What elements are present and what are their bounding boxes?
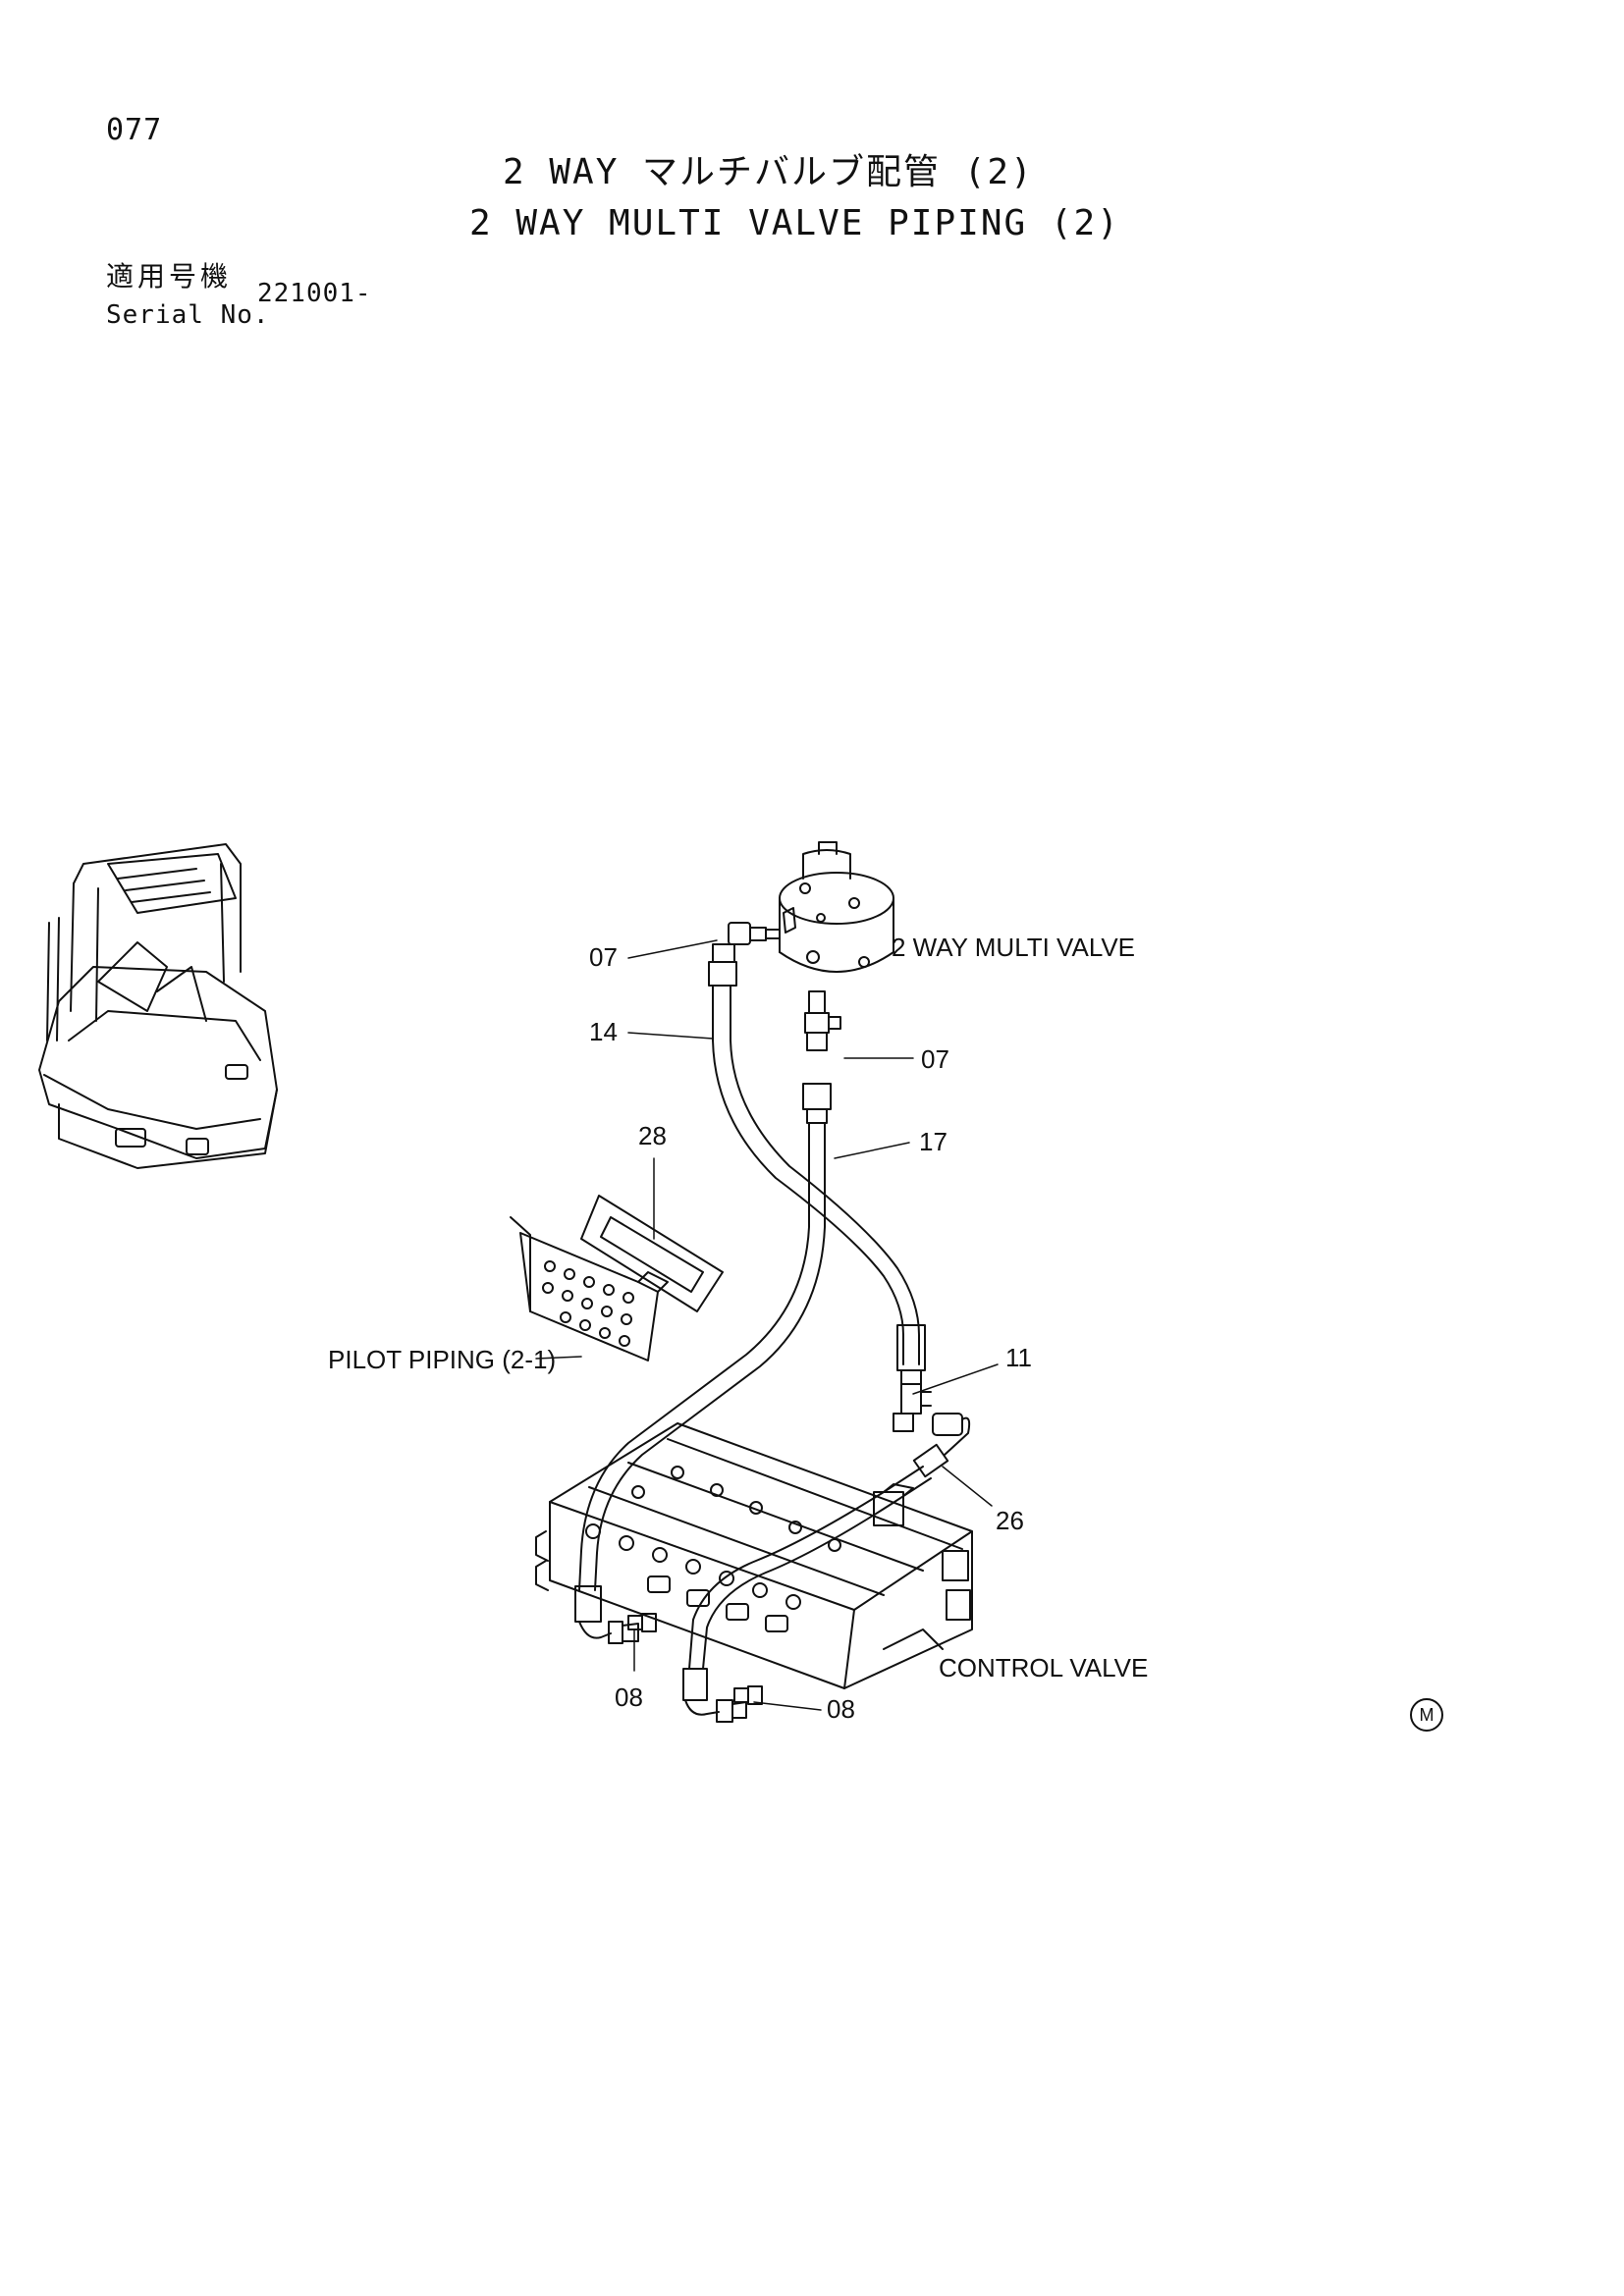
hose-14: [712, 985, 926, 1385]
elbow-fitting-07-lower: [802, 990, 841, 1124]
elbow-fitting-07-upper: [708, 922, 781, 987]
part-number-07-lower: 07: [921, 1044, 949, 1074]
serial-label-japanese: 適用号機: [106, 260, 233, 293]
serial-label: Serial No.: [106, 300, 270, 330]
part-number-28: 28: [638, 1121, 667, 1150]
revision-mark: M: [1410, 1698, 1443, 1732]
part-number-07-upper: 07: [589, 942, 618, 972]
control-valve-block: [535, 1422, 973, 1689]
part-number-11: 11: [1005, 1343, 1032, 1372]
page-title-japanese: 2 WAY マルチバルブ配管 (2): [503, 152, 1034, 192]
serial-number-value: 221001-: [257, 279, 372, 308]
part-number-14: 14: [589, 1017, 618, 1046]
multi-valve-label: 2 WAY MULTI VALVE: [892, 933, 1136, 962]
leader-lines: [535, 939, 999, 1711]
part-number-17: 17: [919, 1127, 947, 1156]
hose-17: [574, 1122, 826, 1644]
adapter-fitting-08-left: [627, 1613, 657, 1632]
pilot-piping-plate: [510, 1216, 669, 1362]
tee-fitting-11: [893, 1383, 963, 1436]
adapter-fitting-08-right: [733, 1685, 763, 1705]
hose-26: [682, 1416, 971, 1723]
machine-locator-illustration: [38, 843, 278, 1169]
multi-valve-body: [779, 841, 894, 973]
part-number-08-right: 08: [827, 1694, 855, 1724]
pilot-piping-label: PILOT PIPING (2-1): [328, 1345, 557, 1374]
gasket-28: [580, 1195, 724, 1312]
page-title: 2 WAY MULTI VALVE PIPING (2): [469, 203, 1120, 243]
part-number-08-left: 08: [615, 1682, 643, 1712]
page-number: 077: [106, 113, 163, 147]
control-valve-label: CONTROL VALVE: [939, 1653, 1149, 1682]
part-number-26: 26: [996, 1506, 1024, 1535]
